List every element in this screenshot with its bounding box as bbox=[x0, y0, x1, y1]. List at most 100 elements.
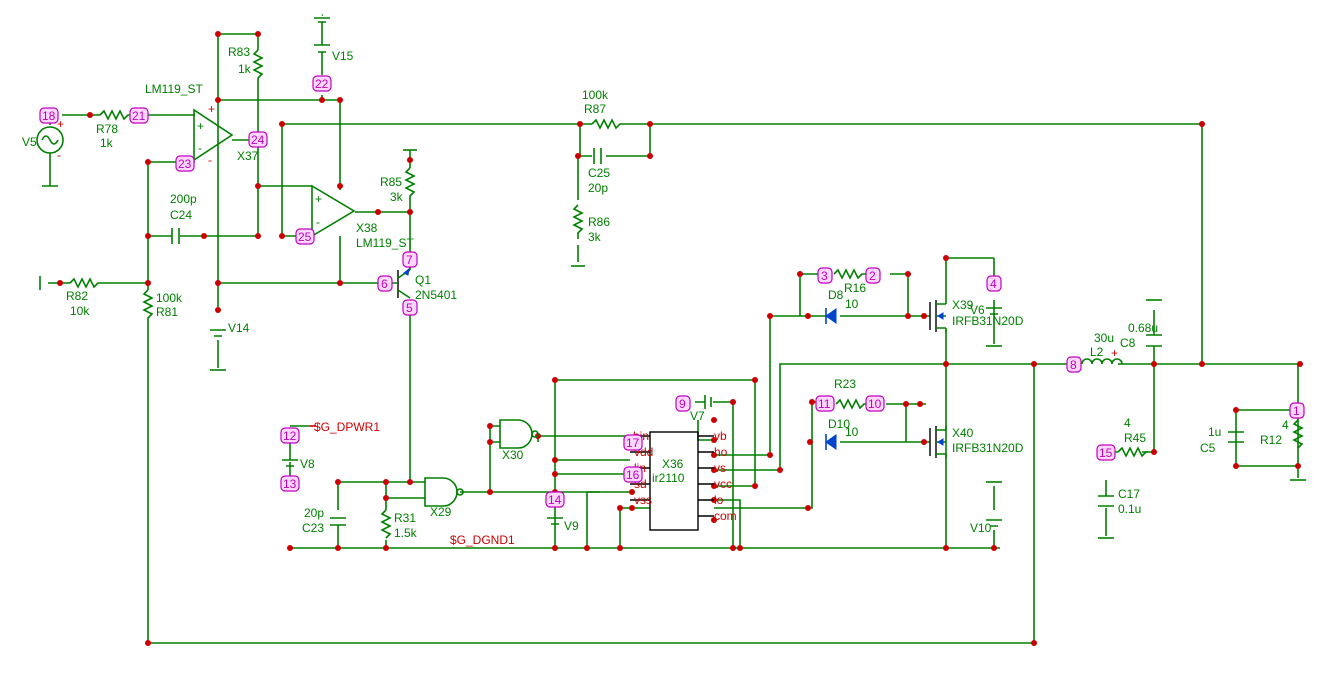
svg-text:10k: 10k bbox=[70, 304, 90, 318]
svg-text:IRFB31N20D: IRFB31N20D bbox=[952, 314, 1024, 328]
voltage-source-V9: V9 bbox=[547, 517, 579, 533]
svg-text:20p: 20p bbox=[304, 506, 324, 520]
svg-text:21: 21 bbox=[132, 109, 146, 123]
ac-source-V5: V5 + - bbox=[22, 115, 64, 172]
node-6: 6 bbox=[377, 275, 393, 292]
resistor-R31: R31 1.5k bbox=[380, 509, 418, 540]
resistor-R45: 4 R45 bbox=[1117, 416, 1148, 458]
svg-text:2: 2 bbox=[869, 269, 876, 283]
resistor-R16: R16 bbox=[833, 268, 866, 295]
resistor-R12: R12 4 bbox=[1260, 418, 1304, 449]
svg-text:0.1u: 0.1u bbox=[1118, 502, 1141, 516]
node-25: 25 bbox=[295, 228, 315, 245]
diode-D10: D10 10 bbox=[825, 417, 859, 450]
svg-text:6: 6 bbox=[381, 277, 388, 291]
svg-text:1k: 1k bbox=[238, 62, 252, 76]
svg-text:X37: X37 bbox=[237, 149, 259, 163]
capacitor-C25: C25 20p bbox=[588, 148, 610, 195]
svg-text:V10: V10 bbox=[970, 521, 992, 535]
node-3: 3 bbox=[817, 267, 833, 284]
node-15: 15 bbox=[1096, 444, 1116, 461]
node-23: 23 bbox=[175, 155, 195, 172]
svg-text:-: - bbox=[57, 148, 61, 162]
svg-text:R16: R16 bbox=[844, 281, 866, 295]
voltage-source-V6: V6 bbox=[970, 303, 1002, 317]
svg-text:V5: V5 bbox=[22, 135, 37, 149]
svg-text:11: 11 bbox=[818, 397, 831, 411]
svg-text:5: 5 bbox=[406, 301, 413, 315]
node-17: 17 bbox=[623, 434, 643, 451]
svg-text:2N5401: 2N5401 bbox=[415, 288, 457, 302]
svg-text:+: + bbox=[197, 119, 204, 133]
resistor-R87: 100k R87 bbox=[582, 88, 622, 130]
svg-text:-: - bbox=[198, 141, 202, 155]
resistor-R85: R85 3k bbox=[380, 167, 416, 204]
node-10: 10 bbox=[865, 395, 885, 412]
svg-text:-: - bbox=[208, 153, 212, 167]
svg-text:R78: R78 bbox=[96, 122, 118, 136]
voltage-source-V14: V14 bbox=[210, 321, 250, 337]
mosfet-X40: X40 IRFB31N20D bbox=[929, 426, 1024, 458]
svg-text:D10: D10 bbox=[828, 417, 850, 431]
svg-text:+: + bbox=[1111, 346, 1118, 360]
capacitor-C17: C17 0.1u bbox=[1098, 487, 1141, 516]
svg-text:C5: C5 bbox=[1200, 441, 1216, 455]
net-labels: $G_DPWR1 $G_DGND1 bbox=[310, 420, 515, 547]
svg-text:16: 16 bbox=[626, 468, 640, 482]
svg-text:3k: 3k bbox=[588, 230, 602, 244]
svg-text:+: + bbox=[208, 102, 215, 116]
svg-text:ir2110: ir2110 bbox=[652, 471, 685, 485]
gate-X30: X30 bbox=[499, 419, 539, 462]
svg-text:1.5k: 1.5k bbox=[394, 526, 418, 540]
svg-text:C25: C25 bbox=[588, 166, 610, 180]
svg-text:9: 9 bbox=[679, 397, 686, 411]
svg-text:15: 15 bbox=[1099, 446, 1113, 460]
svg-text:200p: 200p bbox=[170, 192, 197, 206]
capacitor-V7-cap bbox=[704, 395, 712, 409]
svg-text:C24: C24 bbox=[170, 208, 192, 222]
svg-text:vss: vss bbox=[634, 493, 652, 507]
svg-text:V9: V9 bbox=[564, 519, 579, 533]
node-8: 8 bbox=[1066, 356, 1082, 373]
node-14: 14 bbox=[545, 491, 565, 508]
svg-text:V14: V14 bbox=[228, 321, 250, 335]
svg-text:vb: vb bbox=[714, 429, 727, 443]
svg-text:10: 10 bbox=[845, 297, 859, 311]
svg-text:10: 10 bbox=[868, 397, 882, 411]
svg-text:10: 10 bbox=[845, 425, 859, 439]
voltage-source-V8: V8 bbox=[282, 457, 315, 471]
node-11: 11 bbox=[815, 395, 835, 412]
resistor-R81: 100k R81 bbox=[142, 289, 183, 320]
voltage-source-V15: V15 bbox=[314, 22, 354, 75]
svg-text:4: 4 bbox=[1282, 418, 1289, 432]
svg-text:23: 23 bbox=[178, 157, 192, 171]
node-9: 9 bbox=[675, 395, 691, 412]
svg-text:24: 24 bbox=[251, 133, 265, 147]
capacitor-C24: 200p C24 bbox=[170, 192, 197, 244]
svg-text:R85: R85 bbox=[380, 175, 402, 189]
svg-text:R83: R83 bbox=[228, 45, 250, 59]
svg-text:D8: D8 bbox=[828, 288, 844, 302]
svg-text:R86: R86 bbox=[588, 215, 610, 229]
node-16: 16 bbox=[623, 466, 643, 483]
svg-text:1k: 1k bbox=[100, 136, 114, 150]
node-18: 18 bbox=[39, 107, 59, 124]
resistor-R78: R78 1k bbox=[96, 109, 130, 150]
svg-text:30u: 30u bbox=[1094, 331, 1114, 345]
svg-text:+: + bbox=[57, 117, 64, 131]
svg-text:X36: X36 bbox=[662, 457, 684, 471]
svg-text:ho: ho bbox=[714, 445, 728, 459]
resistor-R82: R82 10k bbox=[66, 277, 100, 318]
node-13: 13 bbox=[280, 475, 300, 492]
node-1: 1 bbox=[1289, 402, 1305, 419]
svg-text:lo: lo bbox=[714, 493, 724, 507]
svg-text:1u: 1u bbox=[1208, 425, 1221, 439]
svg-text:C23: C23 bbox=[302, 521, 324, 535]
node-12: 12 bbox=[280, 427, 300, 444]
svg-text:X39: X39 bbox=[952, 298, 974, 312]
svg-text:100k: 100k bbox=[582, 88, 609, 102]
svg-text:com: com bbox=[714, 509, 737, 523]
node-5: 5 bbox=[402, 299, 418, 316]
svg-text:Q1: Q1 bbox=[415, 273, 431, 287]
svg-text:20p: 20p bbox=[588, 181, 608, 195]
